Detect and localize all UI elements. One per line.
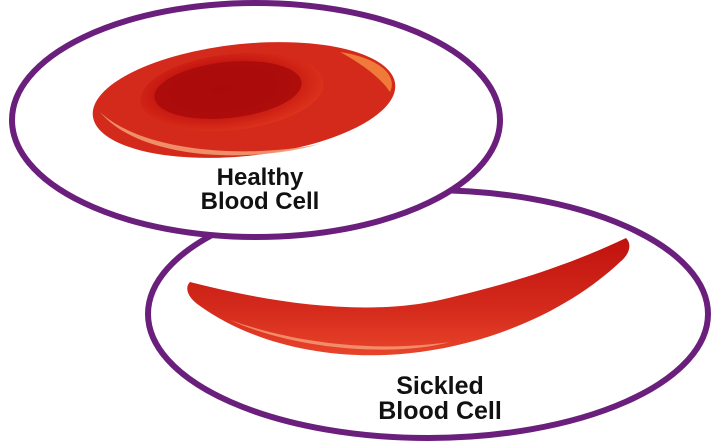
sickled-label-line2: Blood Cell	[330, 399, 550, 424]
healthy-label-line2: Blood Cell	[150, 190, 370, 214]
healthy-label-line1: Healthy	[150, 166, 370, 190]
healthy-cell-label: Healthy Blood Cell	[150, 166, 370, 214]
sickled-cell-label: Sickled Blood Cell	[330, 374, 550, 424]
sickled-label-line1: Sickled	[330, 374, 550, 399]
